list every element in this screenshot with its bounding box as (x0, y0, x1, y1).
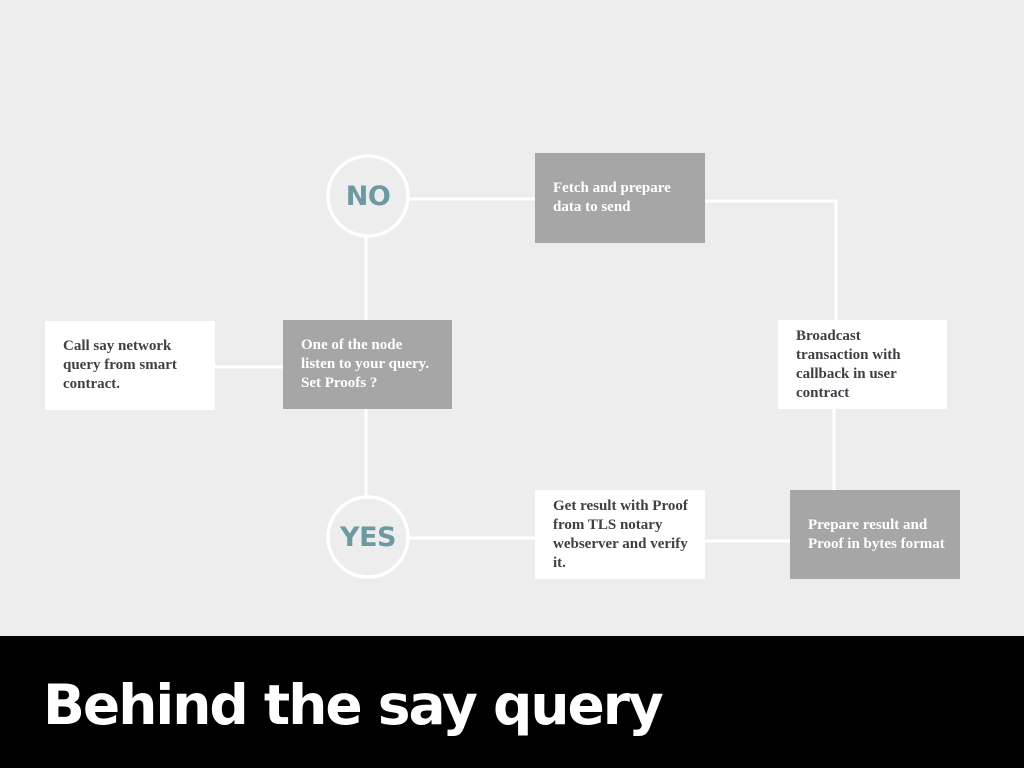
no-label: NO (345, 180, 391, 212)
broadcast-text: Broadcast transaction with callback in u… (796, 327, 901, 401)
prepare-result-box: Prepare result and Proof in bytes format (790, 490, 960, 579)
fetch-data-box: Fetch and prepare data to send (535, 153, 705, 243)
node-listen-text: One of the node listen to your query. Se… (301, 337, 430, 391)
yes-label: YES (340, 521, 396, 553)
call-query-text: Call say network query from smart contra… (63, 338, 177, 392)
call-query-box: Call say network query from smart contra… (45, 321, 215, 410)
footer-banner: Behind the say query (0, 636, 1024, 768)
node-listen-box: One of the node listen to your query. Se… (283, 320, 452, 409)
broadcast-box: Broadcast transaction with callback in u… (778, 320, 947, 409)
flow-diagram (214, 154, 838, 579)
no-circle (326, 154, 410, 238)
yes-circle (326, 495, 410, 579)
prepare-result-text: Prepare result and Proof in bytes format (808, 516, 945, 552)
fetch-data-text: Fetch and prepare data to send (553, 180, 671, 215)
get-result-box: Get result with Proof from TLS notary we… (535, 490, 705, 579)
get-result-text: Get result with Proof from TLS notary we… (553, 497, 688, 571)
page-title: Behind the say query (43, 673, 664, 737)
connector-fetch-to-broadcast (704, 199, 838, 321)
